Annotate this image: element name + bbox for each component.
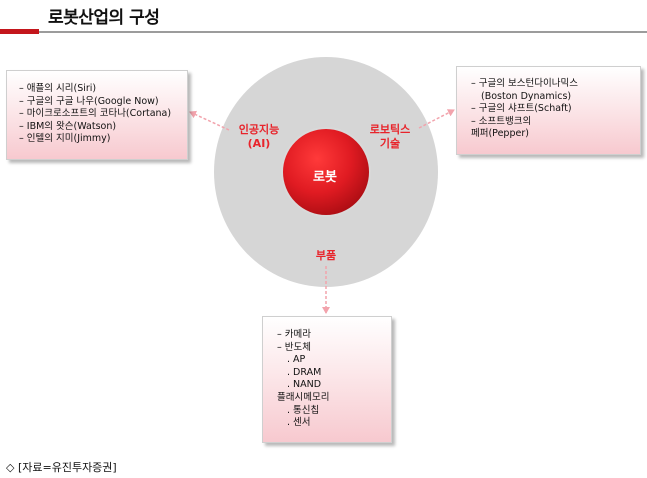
list-item: – 구글의 보스턴다이나믹스 bbox=[471, 78, 578, 89]
title-divider bbox=[39, 31, 647, 33]
ai-examples-box: – 애플의 시리(Siri) – 구글의 구글 나우(Google Now) –… bbox=[6, 70, 188, 160]
list-item: 플래시메모리 bbox=[277, 391, 330, 403]
list-item: 페퍼(Pepper) bbox=[471, 128, 529, 139]
robotics-examples-list: – 구글의 보스턴다이나믹스 (Boston Dynamics) – 구글의 샤… bbox=[471, 78, 640, 141]
list-item: . 센서 bbox=[287, 417, 311, 429]
list-item: – 마이크로소프트의 코타나(Cortana) bbox=[19, 108, 172, 119]
list-item: – 애플의 시리(Siri) bbox=[19, 83, 97, 94]
list-item: – 구글의 구글 나우(Google Now) bbox=[19, 95, 159, 107]
core-label: 로봇 bbox=[313, 170, 337, 185]
list-item: – IBM의 왓슨(Watson) bbox=[19, 120, 117, 132]
list-item: – 카메라 bbox=[277, 329, 311, 340]
arrow-to-ai-box bbox=[189, 110, 230, 131]
title-accent-bar bbox=[0, 29, 39, 34]
list-item: (Boston Dynamics) bbox=[481, 90, 572, 102]
ai-examples-list: – 애플의 시리(Siri) – 구글의 구글 나우(Google Now) –… bbox=[19, 83, 187, 146]
ai-label: 인공지능 (AI) bbox=[229, 123, 289, 151]
robotics-label-line1: 로보틱스 bbox=[369, 123, 411, 136]
arrow-to-robotics-box bbox=[418, 109, 455, 129]
list-item: – 소프트뱅크의 bbox=[471, 115, 532, 127]
parts-examples-list: – 카메라 – 반도체 . AP . DRAM . NAND 플래시메모리 . … bbox=[277, 329, 391, 430]
list-item: . AP bbox=[287, 354, 306, 366]
core-circle bbox=[281, 127, 371, 217]
list-item: – 반도체 bbox=[277, 341, 311, 353]
robotics-label: 로보틱스 기술 bbox=[360, 123, 420, 151]
list-item: . 통신칩 bbox=[287, 404, 320, 416]
list-item: . NAND bbox=[287, 379, 322, 391]
source-note: ◇ [자료=유진투자증권] bbox=[6, 461, 117, 474]
list-item: – 인텔의 지미(Jimmy) bbox=[19, 133, 111, 144]
ai-label-line2: (AI) bbox=[247, 137, 271, 150]
list-item: – 구글의 샤프트(Schaft) bbox=[471, 103, 572, 114]
robotics-examples-box: – 구글의 보스턴다이나믹스 (Boston Dynamics) – 구글의 샤… bbox=[456, 66, 641, 155]
ai-label-line1: 인공지능 bbox=[238, 123, 280, 136]
robotics-label-line2: 기술 bbox=[379, 137, 401, 150]
page-title: 로봇산업의 구성 bbox=[48, 8, 160, 28]
list-item: . DRAM bbox=[287, 366, 322, 378]
parts-label: 부품 bbox=[315, 249, 337, 262]
parts-examples-box: – 카메라 – 반도체 . AP . DRAM . NAND 플래시메모리 . … bbox=[262, 316, 392, 443]
